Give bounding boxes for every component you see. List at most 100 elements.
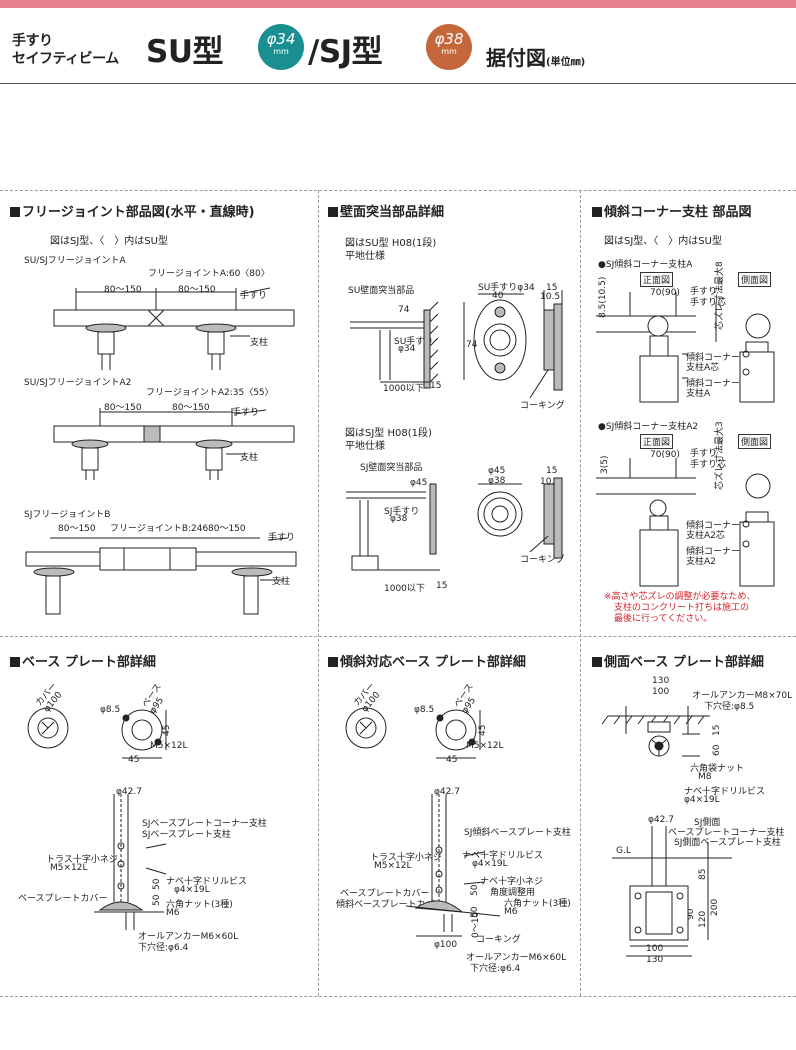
su-wall-drawing (350, 290, 563, 399)
side-anchor: オールアンカーM8×70L (692, 691, 793, 701)
sj-handrail-dia: φ38 (390, 514, 408, 524)
side-gl: G.L (616, 846, 631, 856)
su-diameter: φ34 (266, 30, 296, 48)
joint-a-span-right: 80～150 (178, 285, 216, 295)
base-hole: 下穴径:φ6.4 (138, 943, 189, 953)
slope-nabe-size: φ4×19L (472, 859, 508, 869)
sj-diameter-badge: φ38 mm (426, 24, 472, 70)
slope-dim-100: φ100 (434, 940, 458, 950)
su-note-1: 図はSU型 H08(1段) (345, 238, 437, 249)
warning-line-3: 最後に行ってください。 (614, 614, 713, 624)
base-nabe: ナベ十字ドリルビス (166, 877, 248, 887)
side-nut: 六角袋ナット (690, 764, 745, 774)
page-title-text: 据付図 (486, 46, 546, 70)
sj-type-label: /SJ型 (308, 34, 383, 70)
unit-note: (単位㎜) (546, 57, 586, 68)
grid-rule-bottom (0, 996, 796, 997)
sj-diameter: φ38 (434, 30, 464, 48)
joint-b-span-left: 80～150 (58, 524, 96, 534)
base-hex: 六角ナット(3種) (166, 900, 233, 910)
su-caulk: コーキング (520, 401, 565, 411)
side-label-2: ベースプレートコーナー支柱 (668, 828, 785, 838)
post-label: 支柱 (250, 338, 269, 348)
su-side-15: 15 (546, 283, 558, 293)
side-bottom-130: 130 (646, 955, 664, 965)
base-plate-plan-drawing (27, 707, 167, 759)
su-handrail: SU手すり (394, 337, 434, 347)
header-divider (0, 83, 796, 84)
slope-anchor: オールアンカーM6×60L (466, 953, 567, 963)
joint-a2-span-right: 80～150 (172, 403, 210, 413)
corner-a-part-label2: 支柱A (686, 389, 711, 399)
base-nabe-size: φ4×19L (174, 885, 210, 895)
panel-title-wall: 壁面突当部品詳細 (328, 201, 444, 220)
base-plate-section-drawing (94, 794, 167, 930)
grid-rule-middle (0, 636, 796, 637)
su-handrail-dia: φ34 (398, 344, 416, 354)
slope-hole: 下穴径:φ6.4 (470, 964, 521, 974)
joint-b-drawing (25, 537, 297, 615)
side-nabe: ナベ十字ドリルビス (684, 787, 766, 797)
handrail-label: 手すり (240, 291, 268, 301)
slope-caulk: コーキング (476, 935, 521, 945)
panel-title-slope-base: 傾斜対応ベース プレート部詳細 (328, 651, 526, 670)
corner-a-part-label: 傾斜コーナー (686, 379, 741, 389)
su-note-2: 平地仕様 (345, 251, 385, 262)
slope-dim-85: φ8.5 (414, 705, 435, 715)
sj-note-1: 図はSJ型 H08(1段) (345, 428, 432, 439)
su-side-105: 10.5 (540, 292, 561, 302)
side-dim-130: 130 (652, 676, 670, 686)
product-category: 手すり (12, 33, 53, 49)
su-length-15: 15 (430, 381, 442, 391)
side-dim-100: 100 (652, 687, 670, 697)
base-hex-size: M6 (166, 908, 180, 918)
slope-truss-size: M5×12L (374, 861, 412, 871)
su-top-label: SU手すりφ34 (478, 283, 535, 293)
joint-a-drawing (53, 287, 295, 370)
side-nabe-size: φ4×19L (684, 795, 720, 805)
panel-title-base: ベース プレート部詳細 (10, 651, 156, 670)
handrail-label-b: 手すり (268, 533, 296, 543)
slope-angle-2: 角度調整用 (490, 888, 536, 898)
corner-a2-core-label2: 支柱A2芯 (686, 531, 725, 541)
sj-dim-45: φ45 (488, 466, 506, 476)
sj-dim-38: φ38 (488, 476, 506, 486)
corner-a2-part-label2: 支柱A2 (686, 557, 716, 567)
joint-b-dim: フリージョイントB:246 (110, 524, 209, 534)
side-plate-elevation-drawing (612, 826, 732, 957)
corner-a-front: 正面図 (640, 272, 674, 287)
base-anchor: オールアンカーM6×60L (138, 932, 239, 942)
joint-a-span-left: 80～150 (104, 285, 142, 295)
corner-a-label: ●SJ傾斜コーナー支柱A (598, 260, 693, 270)
joint-b-span-right: 80～150 (208, 524, 246, 534)
panel-title-corner: 傾斜コーナー支柱 部品図 (592, 201, 752, 220)
joint-a2-label: SU/SJフリージョイントA2 (24, 378, 132, 388)
slope-dim-427: φ42.7 (434, 787, 460, 797)
grid-rule-top (0, 190, 796, 191)
slope-cover-label-2: 傾斜ベースプレートカバー (336, 900, 444, 910)
corner-a-core-label2: 支柱A芯 (686, 363, 720, 373)
grid-rule-right (580, 190, 581, 996)
base-label-post: SJベースプレート支柱 (142, 830, 231, 840)
corner-a2-label: ●SJ傾斜コーナー支柱A2 (598, 422, 699, 432)
side-nut-size: M8 (698, 772, 712, 782)
joint-b-label: SJフリージョイントB (24, 510, 111, 520)
sj-caulk: コーキング (520, 555, 565, 565)
panel-title: フリージョイント部品図(水平・直線時) (10, 201, 255, 220)
post-label-a2: 支柱 (240, 453, 259, 463)
sj-length-15: 15 (436, 581, 448, 591)
su-wall-part: SU壁面突当部品 (348, 286, 415, 296)
base-dim-45h: 45 (128, 755, 140, 765)
corner-note: 図はSJ型、〈 〉内はSU型 (604, 236, 722, 247)
grid-rule-left (318, 190, 319, 996)
slope-angle: ナベ十字小ネジ (480, 877, 544, 887)
slope-label-post: SJ傾斜ベースプレート支柱 (464, 828, 571, 838)
corner-a-core-label: 傾斜コーナー (686, 353, 741, 363)
sj-wall-part: SJ壁面突当部品 (360, 463, 423, 473)
slope-cover-label: ベースプレートカバー (340, 889, 430, 899)
joint-a2-drawing (53, 408, 295, 480)
slope-m5: M5×12L (466, 741, 504, 751)
sj-wall-drawing (346, 477, 563, 571)
side-label-3: SJ側面ベースプレート支柱 (674, 838, 781, 848)
corner-a2-front: 正面図 (640, 434, 674, 449)
